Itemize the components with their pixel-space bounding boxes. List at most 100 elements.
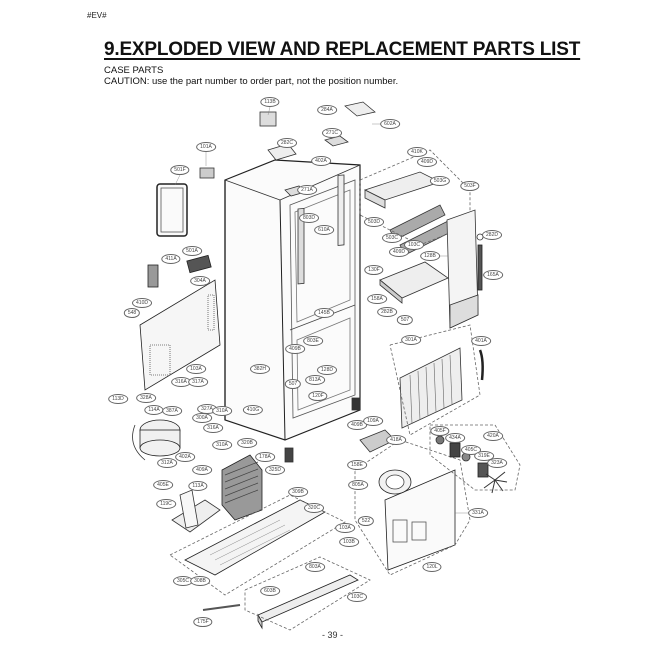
part-callout-label: 284A — [317, 105, 337, 115]
bottom-grille — [202, 556, 371, 631]
part-callout-label: 103A — [186, 364, 206, 374]
part-callout-label: 103A — [335, 523, 355, 533]
part-callout-label: 411A — [161, 254, 181, 264]
part-callout-label: 301A — [401, 335, 421, 345]
part-callout-label: 300A — [192, 413, 212, 423]
part-callout-label: 803A — [305, 562, 325, 572]
leveling-legs — [284, 397, 361, 463]
part-callout-label: 402A — [311, 156, 331, 166]
part-callout-label: 507 — [396, 315, 414, 325]
part-callout-label: 602A — [380, 119, 400, 129]
part-callout-label: 120F — [308, 391, 328, 401]
part-callout-label: 503D — [364, 217, 384, 227]
part-callout-label: 119C — [156, 499, 176, 509]
part-callout-label: 409D — [389, 247, 409, 257]
part-callout-label: 103C — [347, 592, 367, 602]
part-callout-label: 165A — [483, 270, 503, 280]
part-callout-label: 401A — [471, 336, 491, 346]
part-callout-label: 178A — [255, 452, 275, 462]
part-callout-label: 317A — [188, 377, 208, 387]
part-callout-label: 503G — [429, 176, 451, 186]
part-callout-label: 410K — [407, 147, 427, 157]
part-callout-label: 331A — [468, 508, 488, 518]
part-callout-label: 805A — [348, 480, 368, 490]
part-callout-label: 128D — [317, 365, 337, 375]
part-callout-label: 271C — [322, 128, 342, 138]
part-callout-label: 803E — [303, 336, 323, 346]
caution-note: CAUTION: use the part number to order pa… — [104, 76, 399, 87]
part-callout-label: 113A — [188, 481, 208, 491]
door-panel-left — [156, 183, 188, 237]
part-callout-label: 319E — [474, 451, 494, 461]
part-callout-label: 410D — [132, 298, 152, 308]
part-callout-label: 410G — [242, 405, 264, 415]
part-callout-label: 320C — [304, 503, 324, 513]
evaporator-coil — [389, 324, 484, 436]
part-callout-label: 548 — [123, 308, 141, 318]
section-subtitle: CASE PARTS — [104, 65, 164, 76]
part-callout-label: 304A — [190, 276, 210, 286]
part-callout-label: 610A — [314, 225, 334, 235]
part-callout-label: 382H — [250, 364, 270, 374]
part-callout-label: 803D — [299, 213, 319, 223]
part-callout-label: 405F — [430, 426, 450, 436]
base-plate — [169, 494, 346, 596]
part-callout-label: 103B — [339, 537, 359, 547]
part-callout-label: 130F — [364, 265, 384, 275]
part-callout-label: 501F — [170, 165, 190, 175]
part-callout-label: 387A — [162, 406, 182, 416]
part-callout-label: 402A — [175, 452, 195, 462]
part-callout-label: 418A — [386, 435, 406, 445]
part-callout-label: 409B — [285, 344, 305, 354]
part-callout-label: 101A — [196, 142, 216, 152]
part-callout-label: 120L — [422, 562, 442, 572]
page-title: 9.EXPLODED VIEW AND REPLACEMENT PARTS LI… — [104, 39, 581, 60]
part-callout-label: 109A — [363, 416, 383, 426]
part-callout-label: 409D — [417, 157, 437, 167]
part-callout-label: 158E — [347, 460, 367, 470]
part-callout-label: 316A — [203, 423, 223, 433]
fan-bracket — [171, 489, 221, 533]
part-callout-label: 113D — [108, 394, 128, 404]
part-callout-label: 310A — [212, 440, 232, 450]
air-duct-right — [446, 209, 484, 329]
part-callout-label: 507 — [284, 379, 302, 389]
tray-middle-right — [379, 261, 449, 304]
part-callout-label: 603B — [260, 586, 280, 596]
cabinet-body — [224, 159, 361, 441]
part-callout-label: 308B — [190, 576, 210, 586]
part-callout-label: 128B — [420, 251, 440, 261]
part-callout-label: 503F — [460, 181, 480, 191]
part-callout-label: 328A — [136, 393, 156, 403]
part-callout-label: 320B — [237, 438, 257, 448]
part-callout-label: 175F — [193, 617, 213, 627]
part-callout-label: 420A — [483, 431, 503, 441]
part-callout-label: 405E — [153, 480, 173, 490]
part-callout-label: 522 — [357, 516, 375, 526]
part-callout-label: 813A — [305, 375, 325, 385]
part-callout-label: 271A — [297, 185, 317, 195]
part-callout-label: 323A — [487, 458, 507, 468]
page-number: - 39 - — [322, 630, 344, 640]
part-callout-label: 103C — [404, 240, 424, 250]
rear-access-cover — [354, 439, 471, 576]
compressor — [132, 419, 181, 461]
part-callout-label: 312A — [157, 458, 177, 468]
part-callout-label: 434A — [445, 433, 465, 443]
part-callout-label: 310A — [212, 406, 232, 416]
rear-cover-panel — [139, 254, 221, 391]
part-callout-label: 282D — [482, 230, 502, 240]
part-callout-label: 405C — [461, 445, 481, 455]
fan-housing — [378, 469, 412, 495]
part-callout-label: 158A — [367, 294, 387, 304]
part-callout-label: 145B — [314, 308, 334, 318]
page-tag: #EV# — [87, 11, 107, 20]
part-callout-label: 113B — [260, 97, 280, 107]
fan-motor-assembly — [429, 424, 521, 494]
part-callout-label: 325D — [265, 465, 285, 475]
top-hinge-parts — [199, 101, 376, 197]
condenser-coil — [221, 454, 263, 521]
part-callout-label: 501A — [182, 246, 202, 256]
part-callout-label: 409A — [192, 465, 212, 475]
